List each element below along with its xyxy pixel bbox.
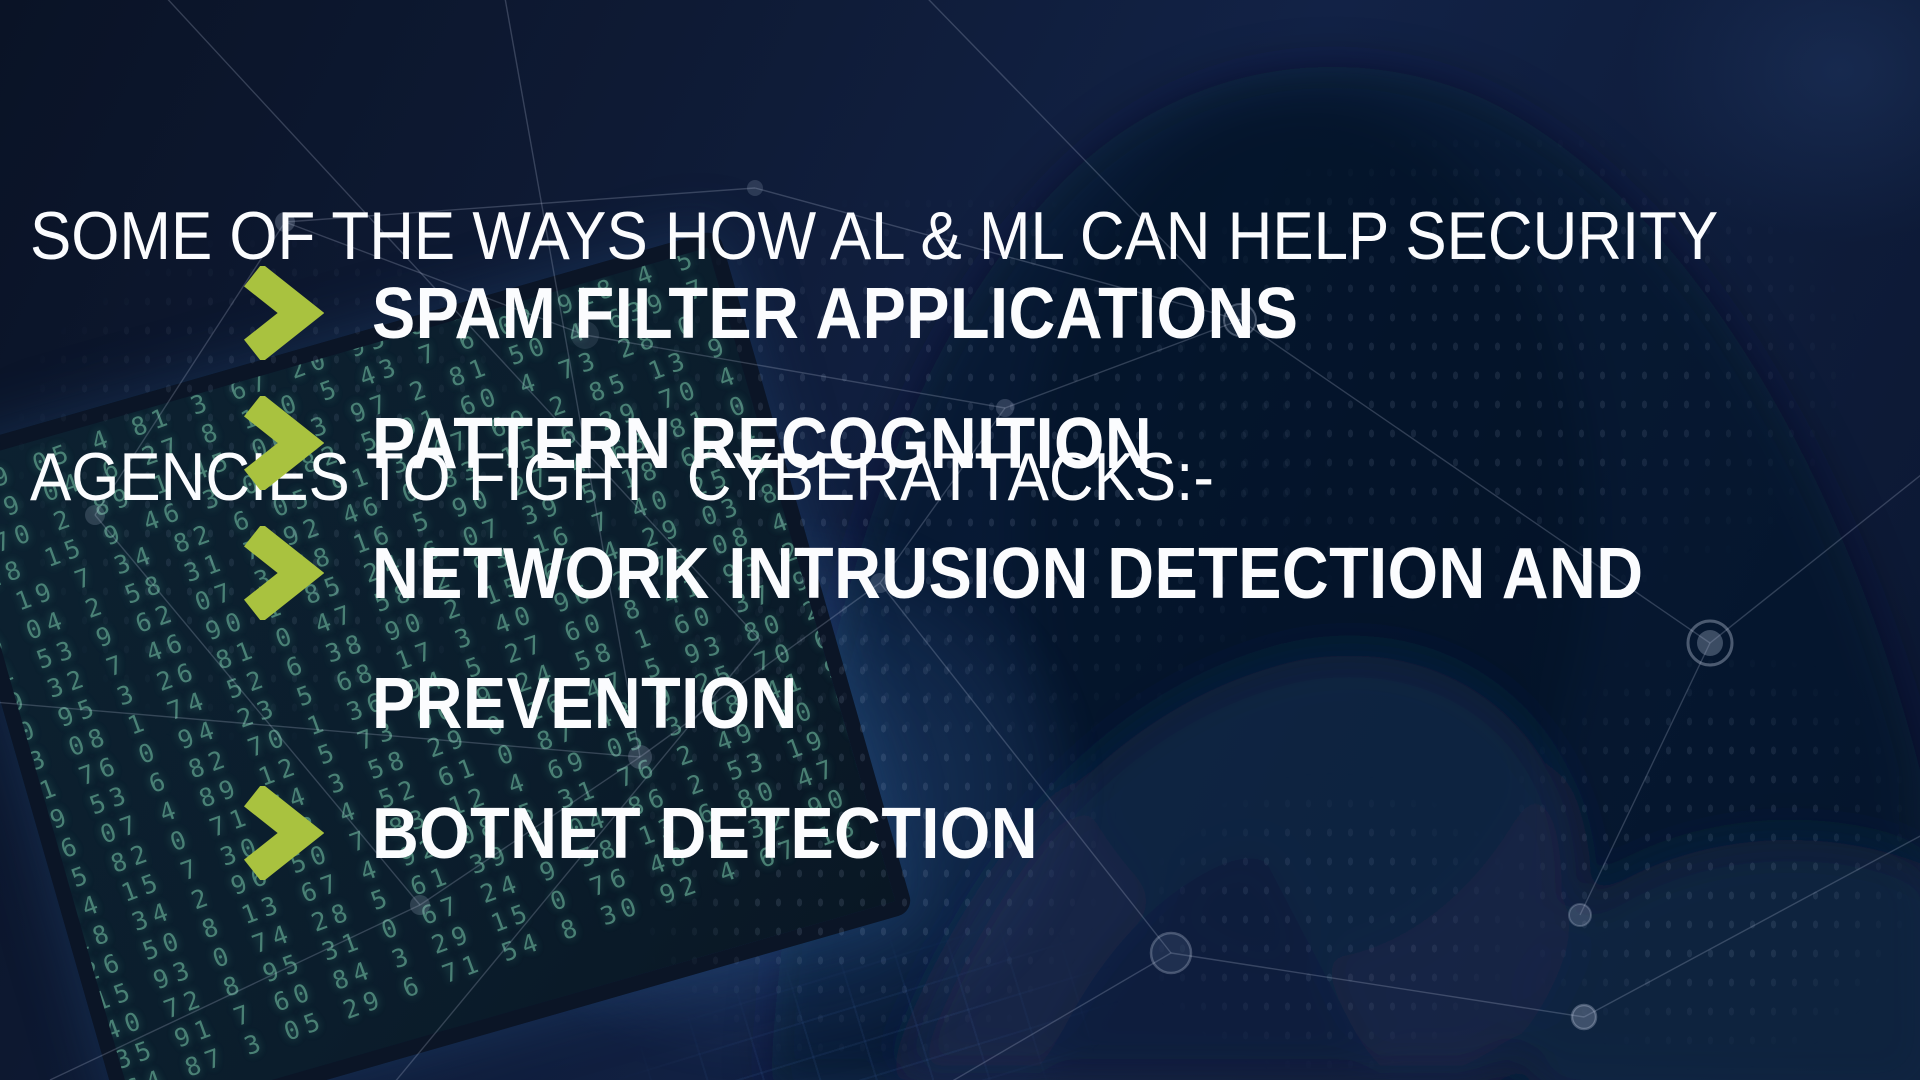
chevron-right-icon [243,266,324,360]
title-line-1: SOME OF THE WAYS HOW AL & ML CAN HELP SE… [30,198,1719,274]
slide-title: SOME OF THE WAYS HOW AL & ML CAN HELP SE… [30,38,1718,676]
title-line-2: AGENCIES TO FIGHT CYBERATTACKS:- [30,439,1214,515]
bullet-label-spam-filter: SPAM FILTER APPLICATIONS [372,274,1299,354]
bullet-label-network-intrusion-line2: PREVENTION [372,664,798,744]
chevron-right-icon [243,526,324,620]
bullet-label-network-intrusion-line1: NETWORK INTRUSION DETECTION AND [372,534,1644,614]
chevron-right-icon [243,396,324,490]
bullet-label-botnet-detection: BOTNET DETECTION [372,794,1038,874]
bullet-label-pattern-recognition: PATTERN RECOGNITION [372,404,1153,484]
chevron-right-icon [243,786,324,880]
